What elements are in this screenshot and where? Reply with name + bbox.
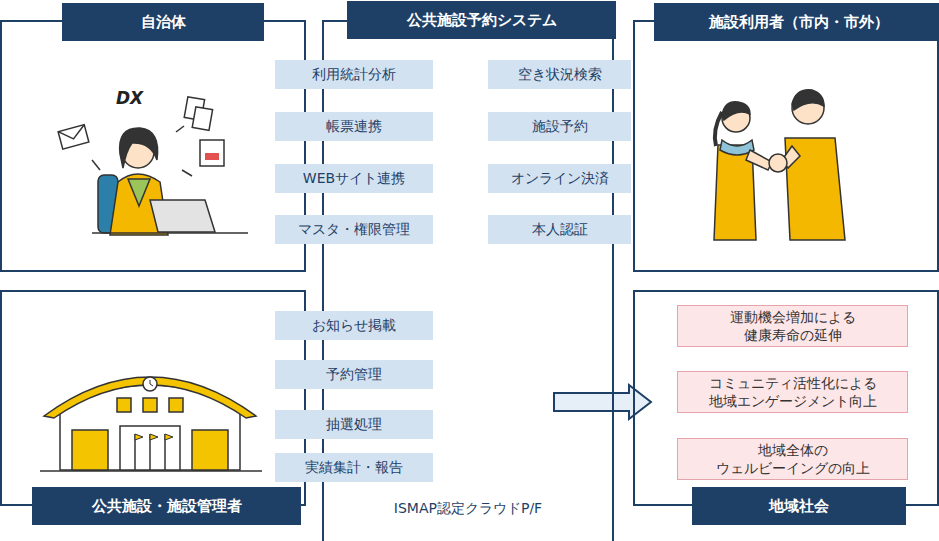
function-box: 本人認証	[488, 215, 631, 244]
function-box: 帳票連携	[275, 112, 433, 141]
function-box: 実績集計・報告	[275, 453, 433, 482]
society-panel: 地域社会運動機会増加による 健康寿命の延伸コミュニティ活性化による 地域エンゲー…	[633, 290, 939, 506]
actor-panel: 自治体	[0, 20, 306, 272]
box-text: 予約管理	[326, 366, 382, 384]
function-box: オンライン決済	[488, 164, 631, 193]
function-box: マスタ・権限管理	[275, 215, 433, 244]
function-box: 抽選処理	[275, 410, 433, 439]
box-text: 地域全体の ウェルビーイングの向上	[693, 441, 893, 477]
actor-panel: 公共施設・施設管理者	[0, 290, 306, 506]
title-band: 公共施設・施設管理者	[32, 487, 301, 525]
box-text: マスタ・権限管理	[298, 221, 410, 239]
box-text: お知らせ掲載	[312, 317, 396, 335]
box-text: 利用統計分析	[312, 66, 396, 84]
facility-illustration	[40, 377, 262, 471]
function-box: 空き状況検索	[488, 60, 631, 89]
function-box: お知らせ掲載	[275, 311, 433, 340]
actor-panel: 施設利用者（市内・市外）	[633, 20, 939, 272]
users-illustration	[714, 90, 845, 240]
system-panel: 公共施設予約システムISMAP認定クラウドP/F利用統計分析帳票連携WEBサイト…	[322, 20, 614, 541]
title-band: 自治体	[62, 3, 264, 41]
municipal-staff-illustration	[58, 97, 248, 235]
box-text: 抽選処理	[326, 416, 382, 434]
box-text: 空き状況検索	[518, 66, 602, 84]
box-text: コミュニティ活性化による 地域エンゲージメント向上	[693, 374, 893, 410]
box-text: WEBサイト連携	[303, 170, 405, 188]
box-text: 実績集計・報告	[305, 459, 403, 477]
outcome-box: 運動機会増加による 健康寿命の延伸	[677, 305, 908, 347]
title-band: 地域社会	[692, 487, 906, 525]
box-text: 帳票連携	[326, 118, 382, 136]
outcome-box: 地域全体の ウェルビーイングの向上	[677, 438, 908, 480]
illustration-label: DX	[116, 88, 143, 108]
function-box: WEBサイト連携	[275, 164, 433, 193]
footer-text: ISMAP認定クラウドP/F	[324, 500, 612, 518]
box-text: 運動機会増加による 健康寿命の延伸	[693, 308, 893, 344]
title-band: 施設利用者（市内・市外）	[654, 3, 939, 41]
box-text: オンライン決済	[511, 170, 609, 188]
box-text: 本人認証	[532, 221, 588, 239]
block-arrow	[554, 385, 651, 419]
title-band: 公共施設予約システム	[347, 1, 616, 39]
function-box: 予約管理	[275, 360, 433, 389]
outcome-box: コミュニティ活性化による 地域エンゲージメント向上	[677, 371, 908, 413]
function-box: 利用統計分析	[275, 60, 433, 89]
box-text: 施設予約	[532, 118, 588, 136]
function-box: 施設予約	[488, 112, 631, 141]
